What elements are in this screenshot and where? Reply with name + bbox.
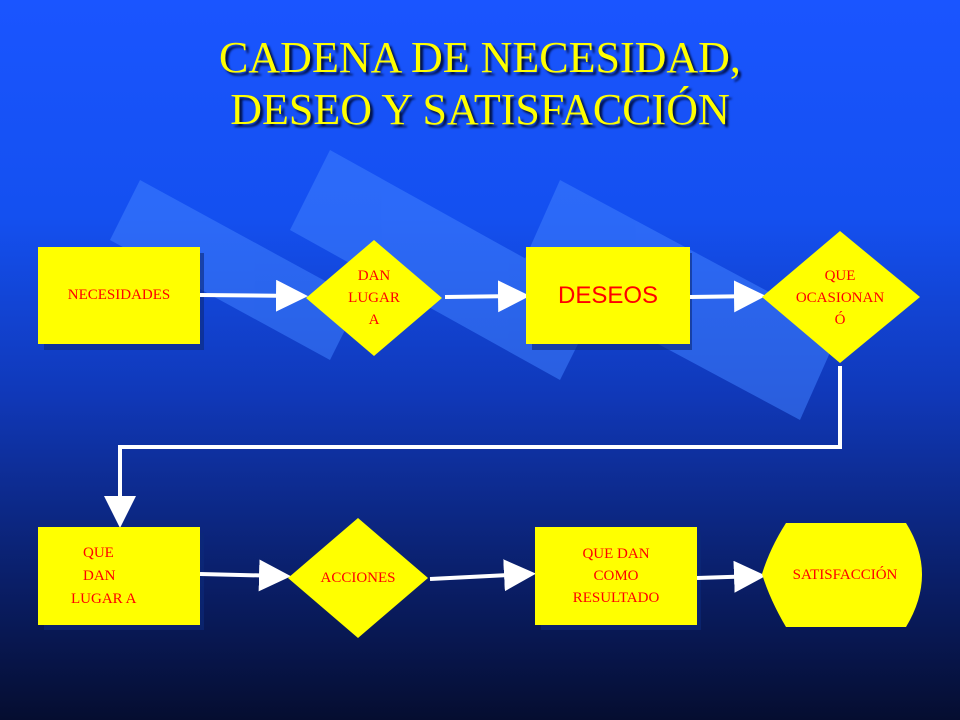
arrow-dan-lugar-to-deseos	[444, 280, 530, 313]
necesidades-label: NECESIDADES	[67, 287, 171, 303]
que-ocasionan-diamond	[762, 231, 920, 363]
que-dan-lugar-label: QUE DAN LUGAR A	[71, 544, 137, 607]
acciones-diamond	[288, 518, 428, 638]
arrow-necesidades-to-dan-lugar	[199, 279, 308, 312]
deseos-label: DESEOS	[557, 281, 659, 309]
que-dan-como-box	[535, 527, 697, 625]
slide-title: CADENA DE NECESIDAD, DESEO Y SATISFACCIÓ…	[0, 32, 960, 136]
arrow-deseos-to-que-ocasionan	[689, 280, 766, 313]
satisfaccion-label: SATISFACCIÓN	[792, 566, 898, 583]
necesidades-box	[38, 247, 200, 344]
connectors	[104, 279, 842, 593]
arrow-que-dan-como-to-satisfaccion	[696, 560, 766, 593]
dan-lugar-diamond	[306, 240, 442, 356]
arrow-que-dan-lugar-to-acciones	[199, 559, 291, 592]
title-line-2: DESEO Y SATISFACCIÓN	[230, 85, 730, 134]
satisfaccion-display-shape	[762, 523, 922, 627]
title-line-1: CADENA DE NECESIDAD,	[219, 33, 741, 82]
arrow-que-ocasionan-to-que-dan-lugar	[104, 366, 842, 528]
que-dan-como-label: QUE DAN COMO RESULTADO	[572, 546, 660, 606]
que-ocasionan-label: QUE OCASIONAN Ó	[795, 268, 885, 328]
que-dan-lugar-box	[38, 527, 200, 625]
deseos-box	[526, 247, 690, 344]
background-stripes	[110, 150, 840, 420]
shapes	[38, 231, 922, 638]
arrow-acciones-to-que-dan-como	[429, 559, 536, 592]
acciones-label: ACCIONES	[320, 569, 396, 586]
dan-lugar-label: DAN LUGAR A	[348, 268, 400, 328]
